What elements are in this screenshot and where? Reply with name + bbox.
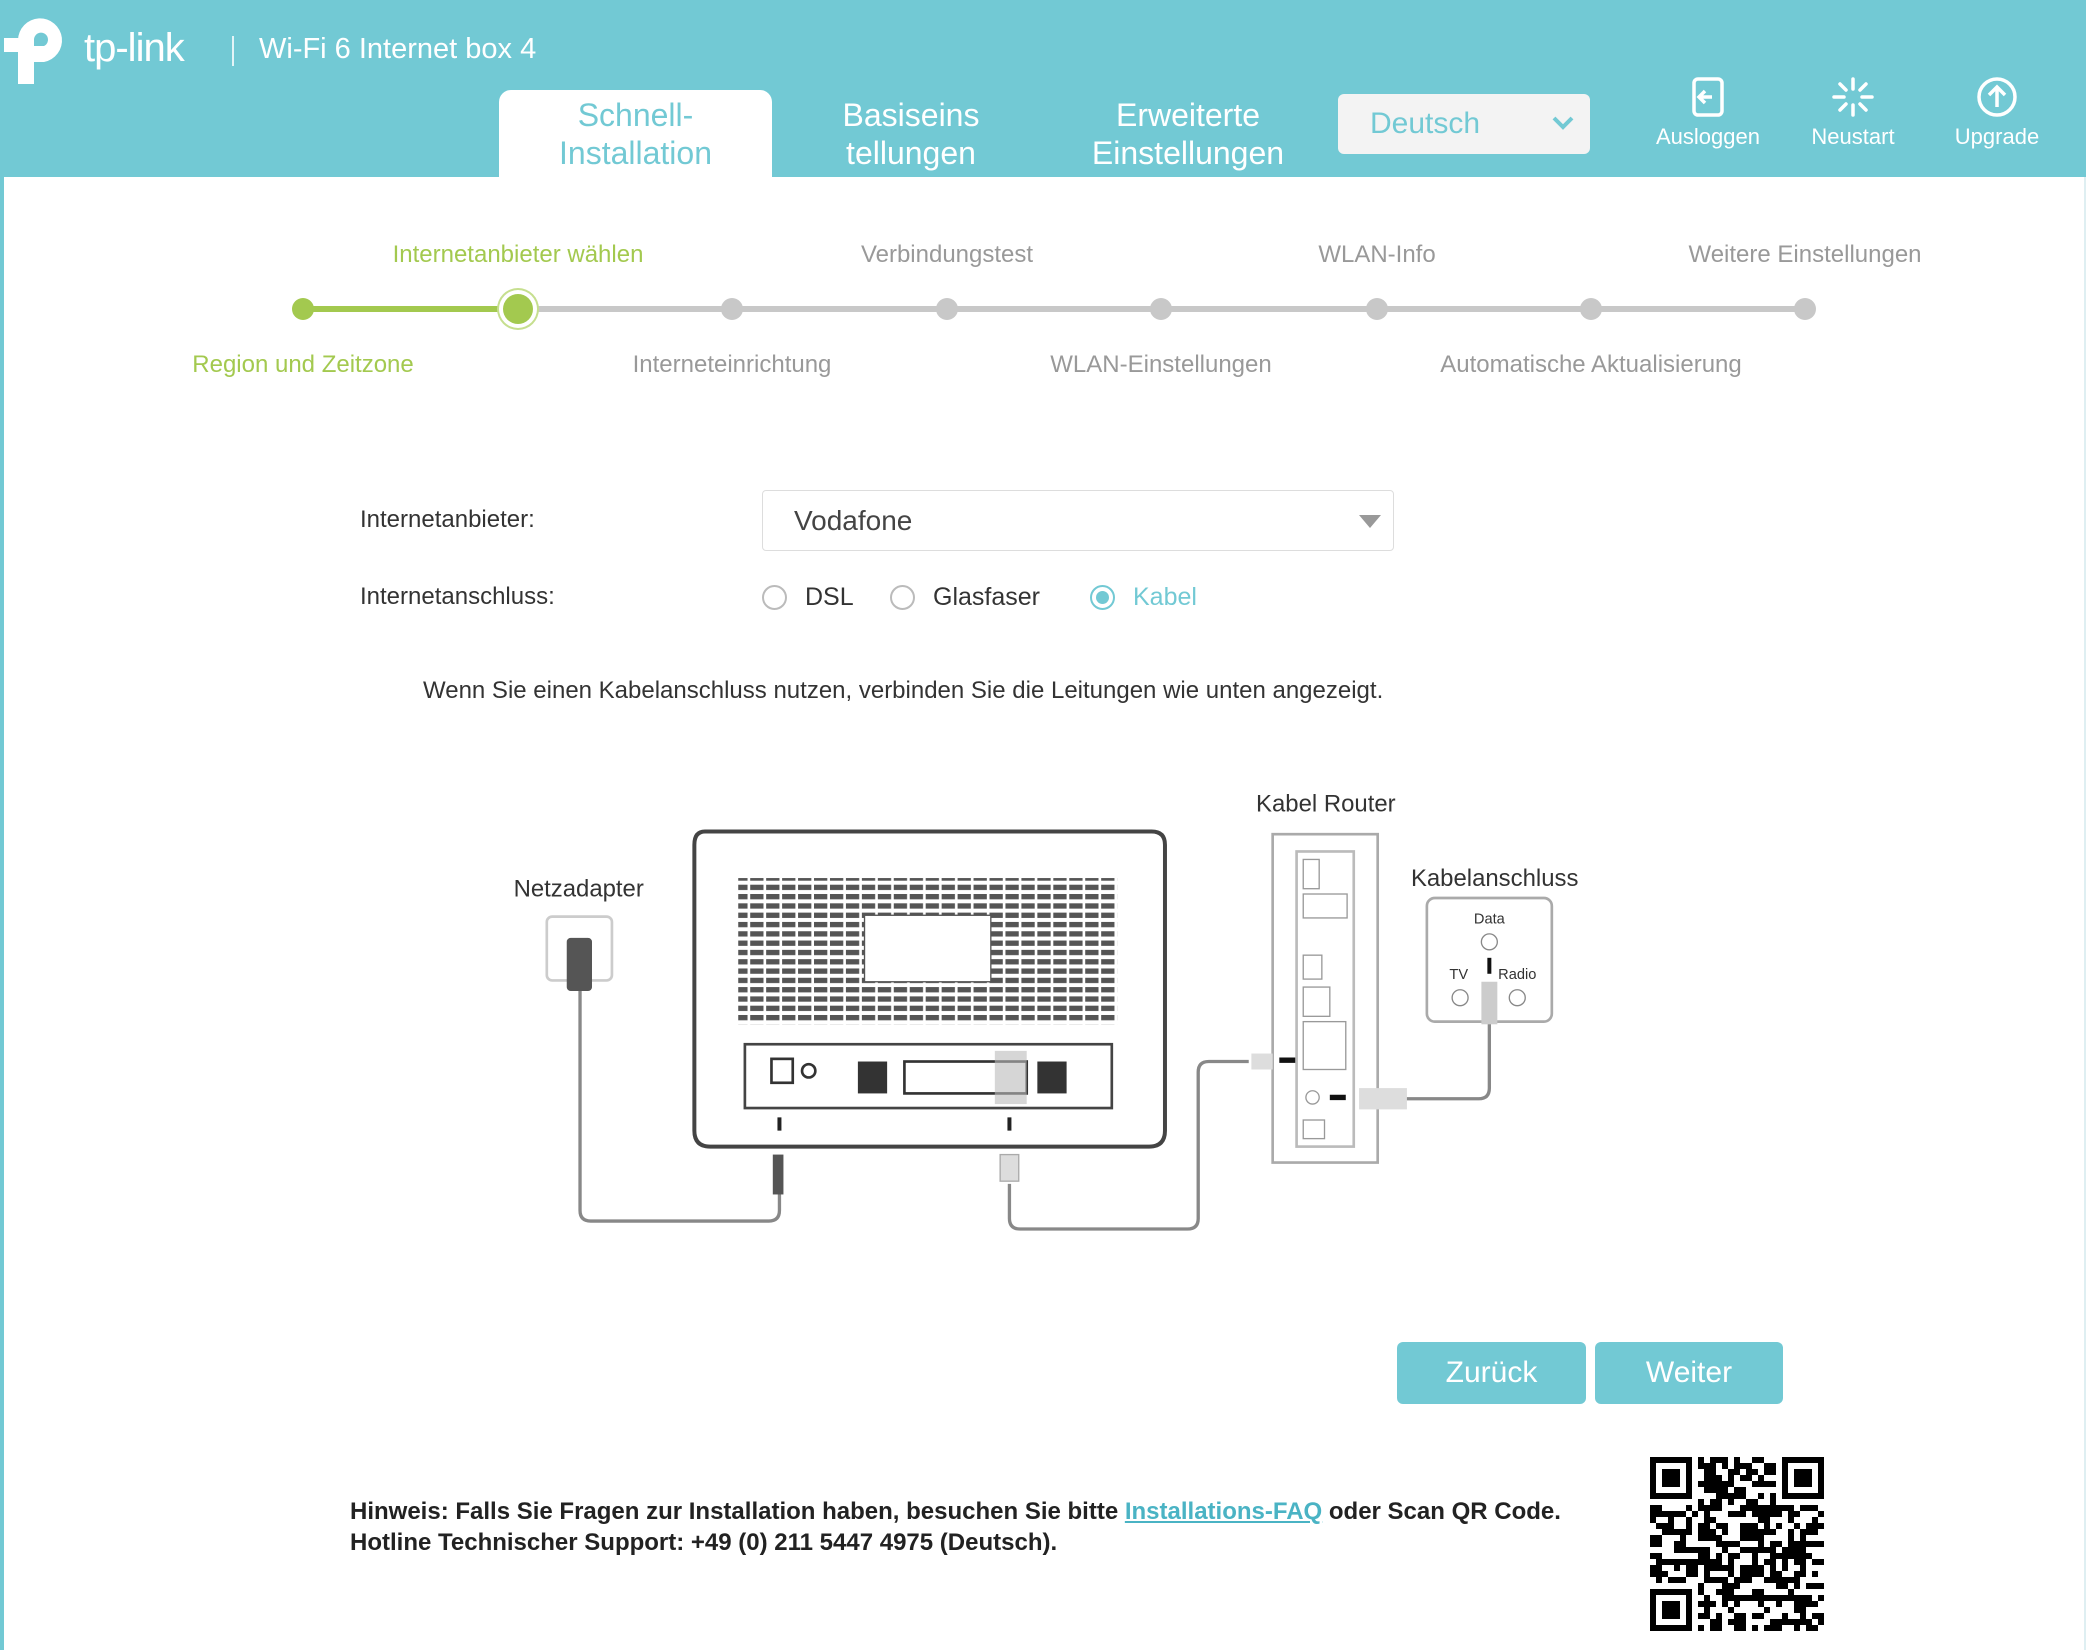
cable-outlet-icon: Data TV Radio: [1425, 896, 1554, 1023]
power-plug: [772, 1154, 784, 1195]
logout-label: Ausloggen: [1656, 124, 1760, 149]
device-back-icon: [692, 829, 1167, 1149]
tab-label: Erweiterte: [1115, 96, 1261, 133]
qr-code: [1650, 1457, 1824, 1631]
isp-select[interactable]: Vodafone: [762, 490, 1394, 551]
step-dot: [936, 298, 958, 320]
radio-label: Kabel: [1133, 583, 1197, 611]
reboot-button[interactable]: Neustart: [1788, 76, 1918, 150]
step-label: WLAN-Einstellungen: [1050, 351, 1272, 378]
radio-kabel[interactable]: Kabel: [1090, 583, 1197, 612]
back-button[interactable]: Zurück: [1397, 1342, 1586, 1404]
language-value: Deutsch: [1370, 107, 1481, 140]
isp-value: Vodafone: [794, 504, 913, 536]
upgrade-button[interactable]: Upgrade: [1932, 76, 2062, 150]
radio-circle: [890, 585, 915, 610]
brand-name: tp-link: [84, 25, 185, 70]
step-label: WLAN-Info: [1318, 241, 1436, 268]
step-dot: [1794, 298, 1816, 320]
step-label: Region und Zeitzone: [192, 351, 414, 378]
header-divider: [232, 36, 234, 66]
connection-label: Internetanschluss:: [360, 583, 555, 610]
coax-plug: [1481, 981, 1498, 1025]
help-note: Hinweis: Falls Sie Fragen zur Installati…: [350, 1498, 1561, 1526]
tab-label: Installation: [559, 134, 712, 171]
step-dot: [292, 298, 314, 320]
power-adapter-label: Netzadapter: [514, 876, 644, 903]
left-border: [0, 177, 4, 1650]
language-select[interactable]: Deutsch: [1338, 94, 1590, 154]
step-label: Verbindungstest: [860, 241, 1034, 268]
note-text: oder Scan QR Code.: [1322, 1498, 1561, 1525]
chevron-down-icon: [1552, 116, 1574, 130]
tab-quick-setup[interactable]: Schnell-Installation: [499, 90, 772, 177]
right-border: [2084, 177, 2086, 1650]
outlet-tv-label: TV: [1449, 967, 1468, 983]
radio-circle: [1090, 585, 1115, 610]
dropdown-arrow-icon: [1359, 515, 1381, 528]
outlet-radio-label: Radio: [1498, 967, 1536, 983]
upgrade-label: Upgrade: [1954, 124, 2040, 149]
power-adapter-icon: [545, 915, 614, 992]
ethernet-plug: [999, 1153, 1020, 1182]
top-header: [0, 0, 2086, 177]
note-text: Hinweis: Falls Sie Fragen zur Installati…: [350, 1498, 1125, 1525]
installation-faq-link[interactable]: Installations-FAQ: [1124, 1498, 1323, 1525]
next-button[interactable]: Weiter: [1595, 1342, 1783, 1404]
step-label: Automatische Aktualisierung: [1440, 351, 1742, 378]
logout-icon: [1692, 77, 1724, 117]
radio-label: DSL: [805, 583, 854, 611]
tab-label: tellungen: [846, 134, 976, 171]
reboot-label: Neustart: [1811, 124, 1895, 149]
isp-label: Internetanbieter:: [360, 506, 535, 533]
power-cable: [578, 991, 782, 1223]
connection-diagram: Netzadapter Kabel Router Kabelanschluss …: [514, 791, 1578, 1231]
tab-label: Einstellungen: [1091, 134, 1285, 171]
tp-link-logo: tp-link: [4, 10, 185, 86]
progress-line-done: [303, 306, 518, 312]
radio-glasfaser[interactable]: Glasfaser: [890, 583, 1040, 612]
reboot-icon: [1832, 77, 1874, 117]
coax-cable: [1383, 1024, 1492, 1101]
step-label: Weitere Einstellungen: [1688, 241, 1922, 268]
step-dot: [503, 294, 533, 324]
tab-label: Schnell-: [577, 96, 694, 133]
upgrade-icon: [1977, 77, 2017, 117]
hotline-text: Hotline Technischer Support: +49 (0) 211…: [350, 1529, 1058, 1556]
model-name: Wi-Fi 6 Internet box 4: [259, 33, 537, 65]
step-label: Interneteinrichtung: [632, 351, 832, 378]
tp-link-logo-icon: [4, 18, 62, 84]
radio-label: Glasfaser: [933, 583, 1040, 611]
step-dot: [721, 298, 743, 320]
step-label: Internetanbieter wählen: [392, 241, 644, 268]
instruction-text: Wenn Sie einen Kabelanschluss nutzen, ve…: [423, 677, 1384, 704]
radio-circle: [762, 585, 787, 610]
step-dot: [1580, 298, 1602, 320]
logout-button[interactable]: Ausloggen: [1643, 76, 1773, 150]
radio-dsl[interactable]: DSL: [762, 583, 854, 612]
cable-router-icon: [1251, 832, 1380, 1164]
step-dot: [1366, 298, 1388, 320]
step-dot: [1150, 298, 1172, 320]
coax-connector: [1359, 1088, 1407, 1110]
cable-outlet-label: Kabelanschluss: [1411, 865, 1578, 892]
cable-router-label: Kabel Router: [1256, 791, 1396, 818]
ethernet-cable: [1007, 1059, 1249, 1231]
outlet-data-label: Data: [1474, 911, 1506, 927]
tab-label: Basiseins: [842, 96, 980, 133]
